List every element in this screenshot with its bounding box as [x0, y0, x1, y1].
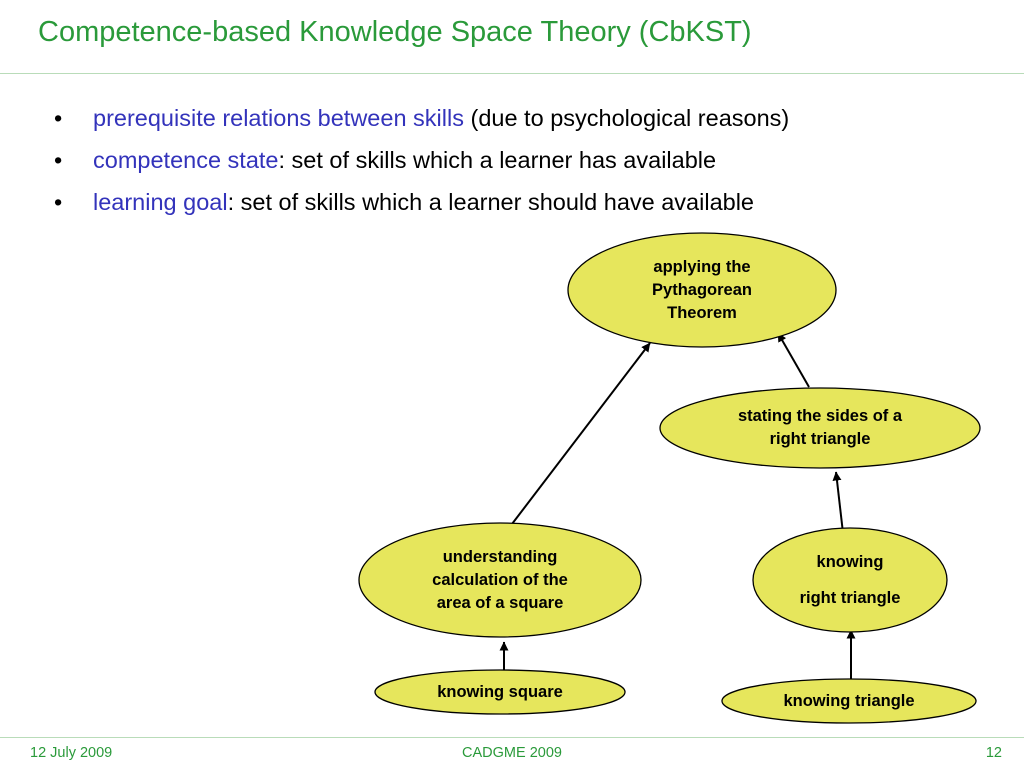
bullet-marker: •: [54, 147, 63, 173]
skill-label-line: knowing: [816, 552, 884, 571]
skill-label-line: right triangle: [799, 588, 901, 607]
footer-page-number: 12: [985, 745, 1002, 761]
skill-label-line: knowing square: [437, 682, 563, 701]
skill-label-line: applying the: [653, 257, 751, 276]
bullet-marker: •: [54, 105, 63, 131]
prerequisite-arrow-knowing_right-to-sides: [832, 471, 844, 534]
skill-label-line: area of a square: [436, 593, 564, 612]
title-divider: [0, 73, 1024, 74]
bullet-text: : set of skills which a learner has avai…: [278, 147, 717, 173]
skill-node-knowing-right: [752, 527, 948, 633]
skill-label-line: understanding: [442, 547, 558, 566]
skill-label-line: right triangle: [769, 430, 871, 448]
footer-date: 12 July 2009: [30, 745, 113, 761]
skill-label-sides: stating the sides of a right triangle: [660, 388, 980, 468]
bullet-term: prerequisite relations between skills: [93, 105, 464, 131]
slide-title: Competence-based Knowledge Space Theory …: [38, 16, 752, 48]
skill-node-area: [358, 522, 642, 638]
bullet-term: competence state: [93, 147, 279, 173]
footer-event: CADGME 2009: [462, 745, 562, 761]
bullet-text: : set of skills which a learner should h…: [227, 189, 754, 215]
skill-label-square: knowing square: [375, 670, 625, 714]
bullet-term: learning goal: [93, 189, 228, 215]
skill-label-line: Pythagorean: [652, 280, 752, 299]
bullet-marker: •: [54, 189, 63, 215]
skill-node-sides: [659, 387, 981, 469]
skill-label-area: understanding calculation of the area of a…: [359, 523, 641, 637]
skill-label-line: stating the sides of a: [737, 407, 903, 425]
bullet-text: (due to psychological reasons): [463, 105, 790, 131]
prerequisite-arrow-sides-to-pythagorean: [777, 332, 810, 388]
prerequisite-arrow-area-to-pythagorean: [511, 342, 651, 525]
skill-node-triangle: [721, 678, 977, 724]
footer-divider: [0, 737, 1024, 738]
skill-node-square: [374, 669, 626, 715]
skill-node-pythagorean: [567, 232, 837, 348]
skill-label-line: calculation of the: [432, 570, 568, 589]
skill-label-line: Theorem: [667, 303, 737, 322]
skill-label-triangle: knowing triangle: [722, 679, 976, 723]
skill-label-knowing-right: knowing right triangle: [753, 528, 947, 632]
skill-label-line: knowing triangle: [783, 691, 915, 710]
